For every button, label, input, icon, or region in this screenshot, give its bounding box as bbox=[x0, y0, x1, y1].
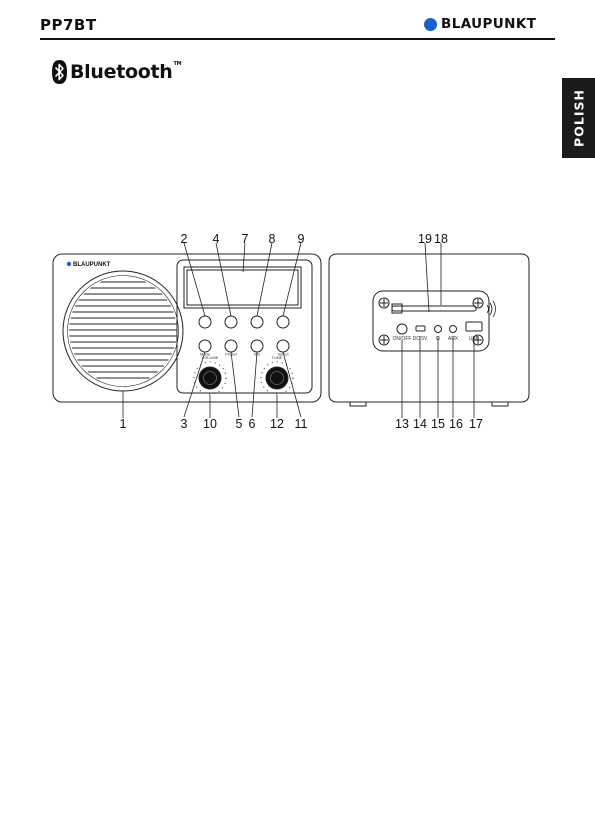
back-panel-plate bbox=[373, 291, 489, 351]
callout-14: 14 bbox=[413, 417, 427, 431]
dc-jack bbox=[416, 326, 425, 331]
label-on-off: ON/OFF bbox=[393, 336, 412, 342]
front-button-11 bbox=[277, 340, 289, 352]
volume-knob bbox=[199, 367, 221, 389]
front-button-4 bbox=[225, 316, 237, 328]
callout-6: 6 bbox=[249, 417, 256, 431]
front-brand: BLAUPUNKT bbox=[73, 262, 111, 268]
usb-port bbox=[466, 322, 482, 331]
front-button-6 bbox=[251, 340, 263, 352]
callout-18: 18 bbox=[434, 232, 448, 246]
callout-8: 8 bbox=[269, 232, 276, 246]
front-button-5 bbox=[225, 340, 237, 352]
callout-4: 4 bbox=[213, 232, 220, 246]
label-aux: AUX bbox=[448, 336, 459, 342]
power-switch bbox=[397, 324, 407, 334]
front-button-3 bbox=[199, 340, 211, 352]
label-headphone: Ω bbox=[436, 336, 440, 342]
callout-17: 17 bbox=[469, 417, 483, 431]
callout-10: 10 bbox=[203, 417, 217, 431]
headphone-jack bbox=[435, 326, 442, 333]
callout-2: 2 bbox=[181, 232, 188, 246]
speaker-grille bbox=[63, 271, 183, 391]
callout-11: 11 bbox=[295, 417, 308, 431]
front-button-8 bbox=[251, 316, 263, 328]
callout-9: 9 bbox=[298, 232, 305, 246]
label-preset: Preset bbox=[225, 352, 237, 357]
label-dc-5v: DC 5V bbox=[413, 336, 428, 342]
display-inner bbox=[187, 270, 298, 305]
front-button-9 bbox=[277, 316, 289, 328]
label-volume: VOLUME bbox=[202, 355, 219, 360]
callout-3: 3 bbox=[181, 417, 188, 431]
callout-7: 7 bbox=[242, 232, 249, 246]
front-button-2 bbox=[199, 316, 211, 328]
callout-16: 16 bbox=[449, 417, 463, 431]
callout-13: 13 bbox=[395, 417, 409, 431]
label-info: Info bbox=[254, 352, 261, 357]
label-usb: USB bbox=[469, 336, 480, 342]
label-tune: TUNE bbox=[272, 355, 283, 360]
callout-12: 12 bbox=[270, 417, 284, 431]
callout-1: 1 bbox=[120, 417, 127, 431]
back-cabinet bbox=[329, 254, 529, 402]
display-window bbox=[184, 267, 301, 308]
antenna bbox=[392, 306, 476, 311]
callout-5: 5 bbox=[236, 417, 243, 431]
callout-19: 19 bbox=[418, 232, 432, 246]
aux-jack bbox=[450, 326, 457, 333]
back-callout-lines bbox=[402, 243, 474, 418]
front-panel-branding: BLAUPUNKT bbox=[67, 262, 111, 268]
tune-knob bbox=[266, 367, 288, 389]
callout-15: 15 bbox=[431, 417, 445, 431]
